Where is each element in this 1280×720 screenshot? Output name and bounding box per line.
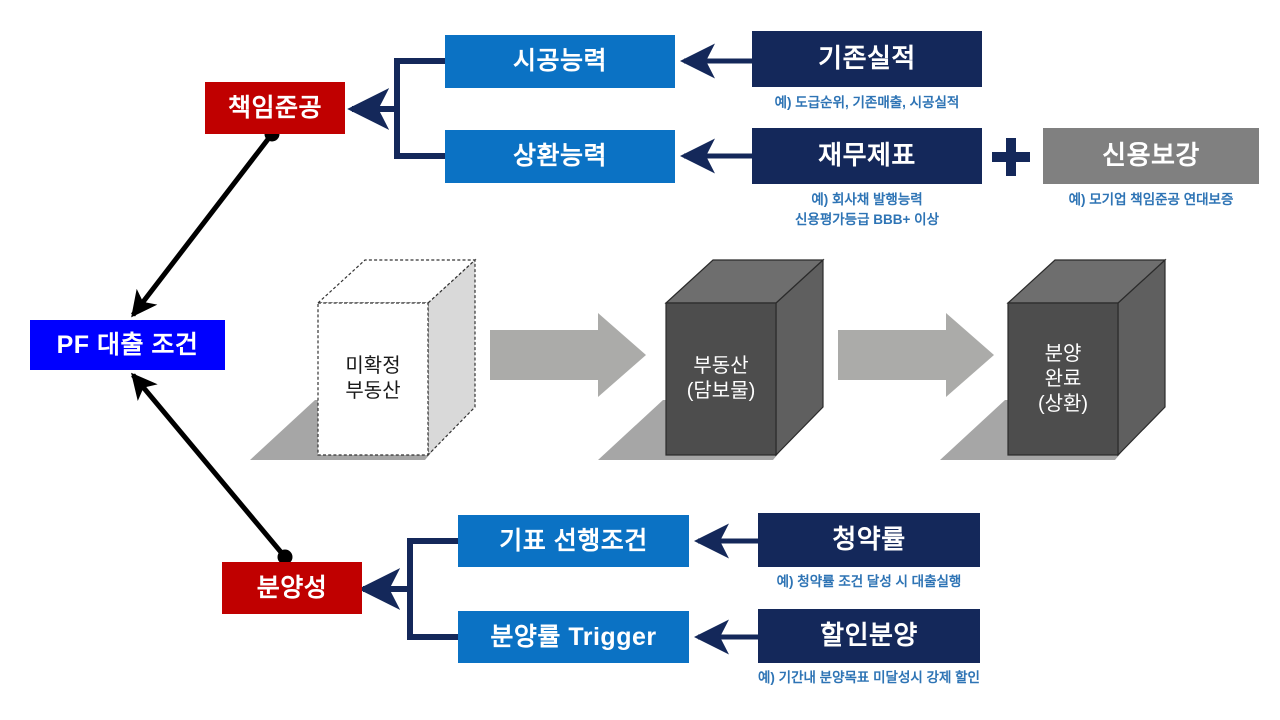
process-cube-1-label: 미확정 부동산 — [345, 355, 401, 402]
criteria-node-기표-선행조건-label: 기표 선행조건 — [499, 526, 648, 555]
evidence-node-청약률[interactable]: 청약률 — [758, 513, 980, 567]
branch-node-책임준공[interactable]: 책임준공 — [205, 82, 345, 134]
bracket-bottom — [407, 538, 458, 640]
evidence-caption-청약률: 예) 청약률 조건 달성 시 대출실행 — [776, 574, 962, 589]
process-cube-3-label: 분양 완료 (상환) — [1037, 342, 1089, 415]
evidence-caption-재무제표: 예) 회사채 발행능력 신용평가등급 BBB+ 이상 — [795, 192, 939, 227]
evidence-node-청약률-label: 청약률 — [832, 524, 906, 555]
criteria-node-기표-선행조건[interactable]: 기표 선행조건 — [458, 515, 689, 567]
criteria-node-시공능력[interactable]: 시공능력 — [445, 35, 675, 88]
criteria-node-상환능력[interactable]: 상환능력 — [445, 130, 675, 183]
process-cube-3: 분양 완료 (상환) — [930, 255, 1180, 470]
cube-front-1 — [317, 302, 429, 456]
center-node-pf-loan-conditions[interactable]: PF 대출 조건 — [30, 320, 225, 370]
addon-node-신용보강-label: 신용보강 — [1102, 140, 1200, 171]
bracket-top — [394, 58, 445, 159]
addon-caption-신용보강: 예) 모기업 책임준공 연대보증 — [1068, 192, 1234, 207]
plus-icon — [992, 138, 1030, 176]
criteria-node-분양률-trigger[interactable]: 분양률 Trigger — [458, 611, 689, 663]
branch-node-분양성[interactable]: 분양성 — [222, 562, 362, 614]
criteria-node-상환능력-label: 상환능력 — [512, 142, 607, 171]
evidence-node-할인분양[interactable]: 할인분양 — [758, 609, 980, 663]
evidence-node-재무제표-label: 재무제표 — [818, 140, 916, 171]
center-node-label: PF 대출 조건 — [56, 330, 199, 359]
cube-front-3 — [1007, 302, 1119, 456]
evidence-node-기존실적[interactable]: 기존실적 — [752, 31, 982, 87]
cube-front-2 — [665, 302, 777, 456]
branch-node-분양성-label: 분양성 — [256, 573, 328, 602]
evidence-node-기존실적-label: 기존실적 — [818, 43, 916, 74]
evidence-caption-기존실적: 예) 도급순위, 기존매출, 시공실적 — [774, 95, 960, 110]
process-cube-1: 미확정 부동산 — [240, 255, 490, 470]
process-cube-2-label: 부동산 (담보물) — [686, 355, 756, 402]
cube-top-1 — [316, 259, 477, 304]
criteria-node-분양률-trigger-label: 분양률 Trigger — [490, 622, 657, 651]
evidence-caption-할인분양: 예) 기간내 분양목표 미달성시 강제 할인 — [758, 670, 980, 685]
process-cube-2: 부동산 (담보물) — [588, 255, 838, 470]
addon-node-신용보강[interactable]: 신용보강 — [1043, 128, 1259, 184]
criteria-node-시공능력-label: 시공능력 — [512, 47, 607, 76]
evidence-node-할인분양-label: 할인분양 — [820, 620, 918, 651]
branch-node-책임준공-label: 책임준공 — [227, 93, 322, 122]
evidence-node-재무제표[interactable]: 재무제표 — [752, 128, 982, 184]
